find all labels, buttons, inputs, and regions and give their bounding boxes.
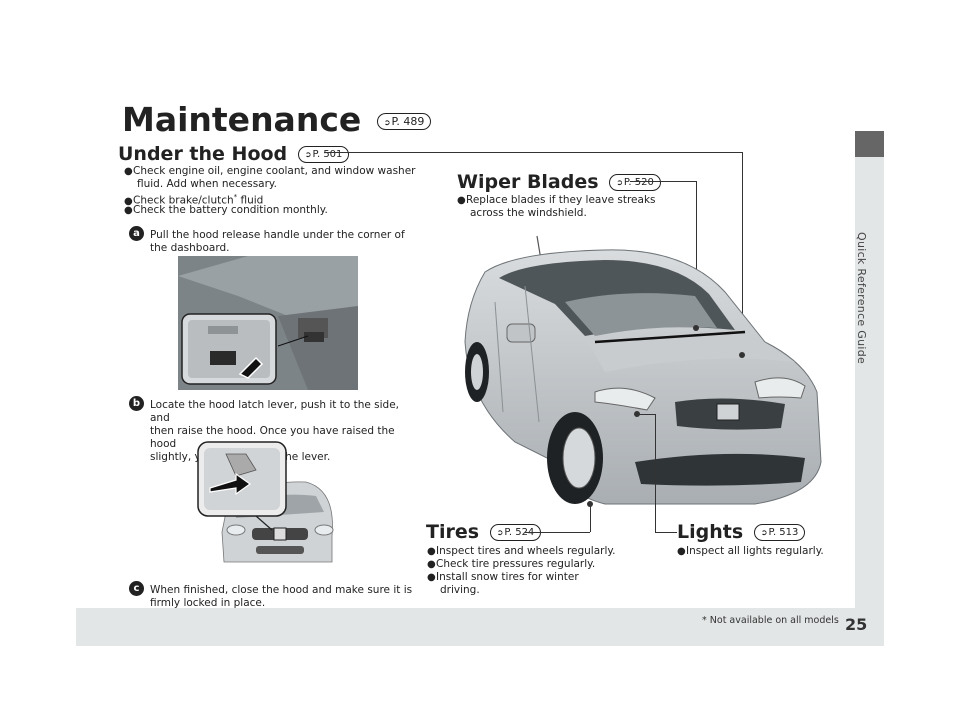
lights-leader-v (655, 415, 656, 532)
under-hood-ref-text: P. 501 (312, 149, 343, 160)
bullet-icon: ● (427, 559, 436, 570)
lights-title: Lights ➲P. 513 (677, 521, 806, 543)
step-line: Locate the hood latch lever, push it to … (150, 399, 400, 424)
arrow-icon: ➲ (616, 178, 623, 187)
hood-pointer-dot (739, 352, 745, 358)
step-line: Pull the hood release handle under the c… (150, 229, 405, 241)
bullet-text-cont: fluid. Add when necessary. (137, 178, 277, 190)
step-c-text: When finished, close the hood and make s… (150, 584, 420, 610)
footer-band (76, 608, 884, 646)
footnote: * Not available on all models (702, 615, 839, 626)
hood-latch-illustration (197, 441, 334, 563)
car-drawing (464, 235, 822, 505)
tires-pointer-dot (587, 501, 593, 507)
under-hood-bullet-3: ●Check the battery condition monthly. (124, 204, 424, 217)
step-badge-b: b (129, 396, 144, 411)
bullet-icon: ● (427, 546, 436, 557)
page-title-text: Maintenance (122, 100, 362, 139)
bullet-text-cont: across the windshield. (470, 207, 587, 219)
lights-leader-h (655, 532, 677, 533)
bullet-icon: ● (124, 166, 133, 177)
bullet-text-tail: fluid (240, 194, 264, 207)
tires-bullets: ●Inspect tires and wheels regularly. ●Ch… (427, 545, 647, 597)
hood-release-photo (178, 256, 358, 390)
step-line: When finished, close the hood and make s… (150, 584, 413, 596)
under-hood-bullet-2: ●Check brake/clutch* fluid (124, 191, 424, 208)
bullet-text: Install snow tires for winter (436, 571, 579, 583)
under-hood-title: Under the Hood ➲P. 501 (118, 143, 350, 165)
bullet-icon: ● (124, 195, 133, 207)
bullet-text: Check tire pressures regularly. (436, 558, 596, 570)
side-tab (855, 131, 884, 608)
tires-title-text: Tires (426, 521, 480, 543)
step-line: then raise the hood. Once you have raise… (150, 425, 395, 450)
lights-ref-text: P. 513 (768, 527, 799, 538)
tires-leader-v (590, 504, 591, 532)
side-tab-label: Quick Reference Guide (855, 232, 868, 365)
bullet-text: Check brake/clutch (133, 194, 234, 207)
under-hood-leader-h (324, 152, 742, 153)
wiper-pointer-dot (693, 325, 699, 331)
bullet-text: Check the battery condition monthly. (133, 204, 328, 216)
under-hood-leader-v (742, 152, 743, 354)
page-ref-text: P. 489 (391, 115, 425, 128)
arrow-icon: ➲ (383, 118, 391, 127)
lights-leader-top (637, 414, 656, 415)
step-line: the dashboard. (150, 242, 230, 254)
wiper-ref-link[interactable]: ➲P. 520 (609, 174, 661, 191)
under-hood-bullet-1: ●Check engine oil, engine coolant, and w… (124, 165, 424, 191)
side-tab-marker (855, 131, 884, 157)
page-number: 25 (845, 615, 868, 634)
wiper-title-text: Wiper Blades (457, 171, 599, 193)
wiper-title: Wiper Blades ➲P. 520 (457, 171, 661, 193)
lights-bullet: ●Inspect all lights regularly. (677, 545, 847, 558)
under-hood-ref-link[interactable]: ➲P. 501 (297, 146, 350, 163)
lights-title-text: Lights (677, 521, 744, 543)
wiper-ref-text: P. 520 (623, 177, 654, 188)
bullet-icon: ● (427, 572, 436, 583)
lights-pointer-dot (634, 411, 640, 417)
step-a-text: Pull the hood release handle under the c… (150, 229, 420, 255)
step-badge-a: a (129, 226, 144, 241)
wiper-leader-v (696, 181, 697, 327)
page-ref-link[interactable]: ➲P. 489 (376, 113, 432, 130)
under-hood-title-text: Under the Hood (118, 143, 288, 165)
hood-latch-photo (196, 440, 346, 576)
wiper-bullet: ●Replace blades if they leave streaks ac… (457, 194, 677, 220)
bullet-text: Check engine oil, engine coolant, and wi… (133, 165, 416, 177)
car-illustration (455, 232, 827, 512)
asterisk-mark: * (233, 193, 238, 201)
bullet-text: Replace blades if they leave streaks (466, 194, 656, 206)
lights-ref-link[interactable]: ➲P. 513 (753, 524, 806, 541)
arrow-icon: ➲ (304, 150, 312, 159)
arrow-icon: ➲ (760, 528, 768, 537)
bullet-text: Inspect tires and wheels regularly. (436, 545, 616, 557)
step-line: firmly locked in place. (150, 597, 266, 609)
tires-ref-text: P. 524 (504, 527, 535, 538)
bullet-icon: ● (677, 546, 686, 557)
bullet-icon: ● (457, 195, 466, 206)
step-badge-c: c (129, 581, 144, 596)
page-title: Maintenance ➲P. 489 (122, 100, 432, 139)
tires-leader-h (525, 532, 590, 533)
wiper-leader-h (630, 181, 696, 182)
arrow-icon: ➲ (496, 528, 504, 537)
bullet-text: Inspect all lights regularly. (686, 545, 824, 557)
bullet-icon: ● (124, 205, 133, 216)
hood-release-illustration (178, 256, 358, 390)
bullet-text-cont: driving. (440, 584, 480, 596)
tires-title: Tires ➲P. 524 (426, 521, 542, 543)
